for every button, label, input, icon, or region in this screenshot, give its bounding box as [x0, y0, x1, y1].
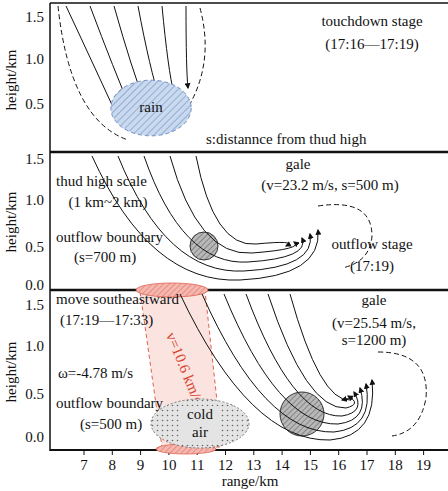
text-label: 8 [109, 457, 117, 474]
streamline [170, 156, 296, 253]
text-label: thud high scale [56, 173, 147, 190]
cold-air-area: cold air [150, 398, 250, 449]
text-label: 11 [190, 457, 204, 474]
node-text: rain [137, 99, 164, 116]
axis-tick [395, 450, 396, 455]
text-label: (17:19—17:33) [60, 312, 153, 329]
node-shape [111, 80, 191, 136]
text-label: 1.5 [25, 151, 44, 168]
text-label: 13 [246, 457, 261, 474]
rotated-label: height/km [3, 50, 20, 111]
text-label: 14 [275, 457, 290, 474]
streamline [246, 294, 358, 416]
axis-tick [282, 450, 283, 455]
text-label: 18 [388, 457, 403, 474]
text-label: 12 [218, 457, 233, 474]
text-label: 0.0 [25, 429, 44, 446]
axis-tick [367, 450, 368, 455]
rotated-label: height/km [3, 192, 20, 253]
text-label: 9 [137, 457, 145, 474]
text-label: 1.5 [25, 297, 44, 314]
text-label: 16 [331, 457, 346, 474]
streamline [66, 6, 118, 118]
streamline [268, 294, 355, 408]
text-label: 10 [161, 457, 176, 474]
text-label: (1 km~2 km) [69, 194, 148, 211]
streamline [118, 156, 310, 271]
text-label: 7 [80, 457, 88, 474]
rain-area: rain [110, 79, 192, 137]
streamline [224, 294, 362, 424]
text-label: outflow boundary [56, 395, 163, 412]
text-label: gale [286, 156, 311, 173]
text-label: 17 [360, 457, 375, 474]
text-label: 0.0 [25, 277, 44, 294]
axis-tick [140, 450, 141, 455]
streamline [186, 6, 188, 88]
text-label: range/km [222, 473, 279, 490]
rotated-label: height/km [3, 342, 20, 403]
node-shape [151, 399, 249, 448]
axis-tick [225, 450, 226, 455]
text-label: touchdown stage [321, 13, 422, 30]
axis-tick [84, 450, 85, 455]
streamline [162, 6, 174, 94]
text-label: (s=500 m) [80, 416, 142, 433]
axis-tick [112, 450, 113, 455]
node-text: cold air [180, 406, 220, 441]
text-label: (v=25.54 m/s, s=1200 m) [319, 315, 429, 350]
axis-tick [253, 450, 254, 455]
text-label: 15 [303, 457, 318, 474]
text-label: 1.0 [25, 51, 44, 68]
text-label: gale [362, 292, 387, 309]
text-label: (s=700 m) [74, 249, 136, 266]
text-label: 1.5 [25, 9, 44, 26]
axis-tick [423, 450, 424, 455]
text-label: 19 [416, 457, 431, 474]
streamline [196, 156, 289, 246]
text-label: 1.0 [25, 192, 44, 209]
text-label: outflow boundary [56, 229, 163, 246]
text-label: (17:16—17:19) [325, 36, 418, 53]
text-label: 0.5 [25, 96, 44, 113]
text-label: 1.0 [25, 338, 44, 355]
axis-tick [338, 450, 339, 455]
text-label: (v=23.2 m/s, s=500 m) [261, 177, 398, 194]
text-label: ω=-4.78 m/s [58, 365, 133, 382]
axis-tick [310, 450, 311, 455]
streamline [144, 156, 303, 262]
text-label: outflow stage [331, 236, 412, 253]
text-label: (17:19) [350, 258, 394, 275]
text-label: 0.5 [25, 239, 44, 256]
text-label: 0.5 [25, 386, 44, 403]
text-label: move southeastward [56, 291, 179, 308]
text-label: s:distannce from thud high [206, 131, 366, 148]
